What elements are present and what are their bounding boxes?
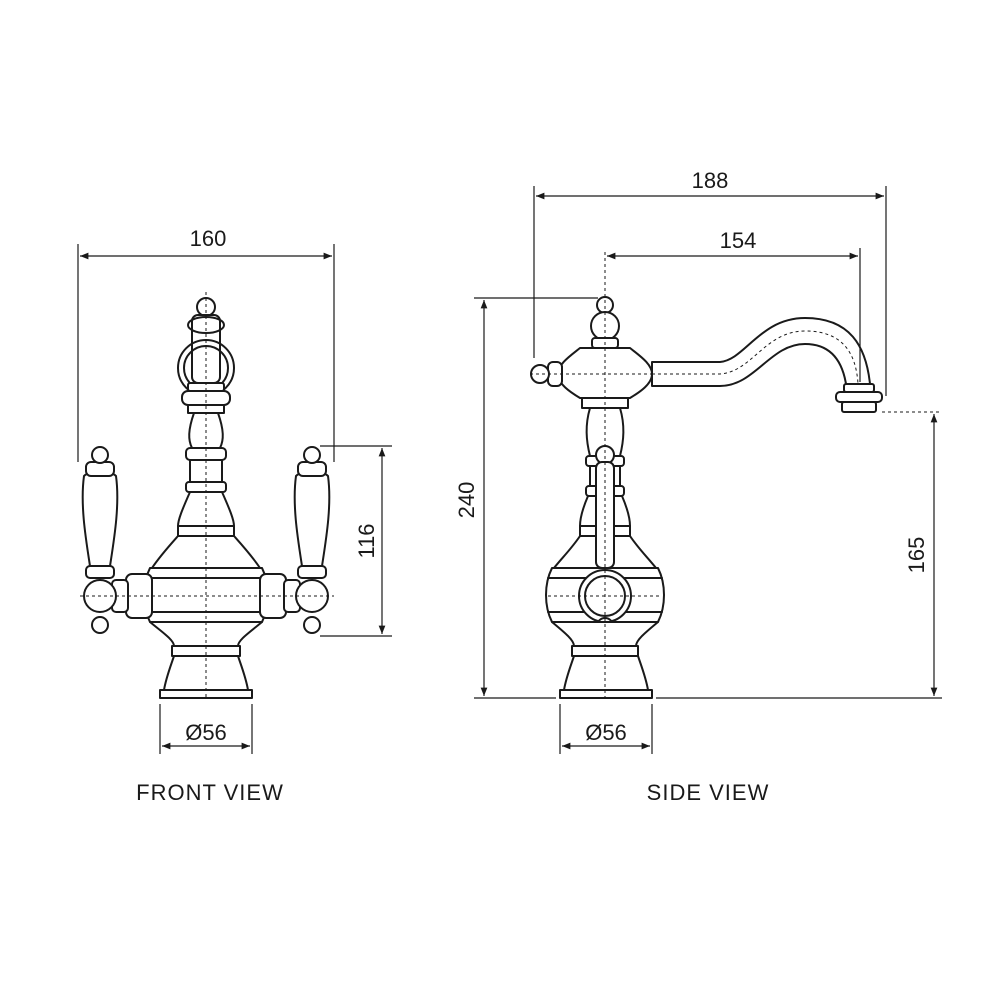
dim-side-spout-reach: 154 bbox=[720, 228, 757, 253]
dim-side-spout-height: 165 bbox=[904, 537, 929, 574]
side-view-label: SIDE VIEW bbox=[647, 780, 770, 805]
dim-side-overall-height: 240 bbox=[454, 482, 479, 519]
dim-side-overall-reach: 188 bbox=[692, 168, 729, 193]
dim-front-width: 160 bbox=[190, 226, 227, 251]
dim-front-handle-height: 116 bbox=[354, 523, 379, 558]
dim-front-base-diameter: Ø56 bbox=[185, 720, 227, 745]
side-dimensions: 188 154 240 165 Ø56 bbox=[454, 168, 942, 754]
front-view-faucet bbox=[80, 292, 334, 700]
front-view-label: FRONT VIEW bbox=[136, 780, 284, 805]
front-dimensions: 160 116 Ø56 bbox=[77, 226, 392, 754]
side-view-faucet bbox=[530, 252, 883, 700]
dim-side-base-diameter: Ø56 bbox=[585, 720, 627, 745]
